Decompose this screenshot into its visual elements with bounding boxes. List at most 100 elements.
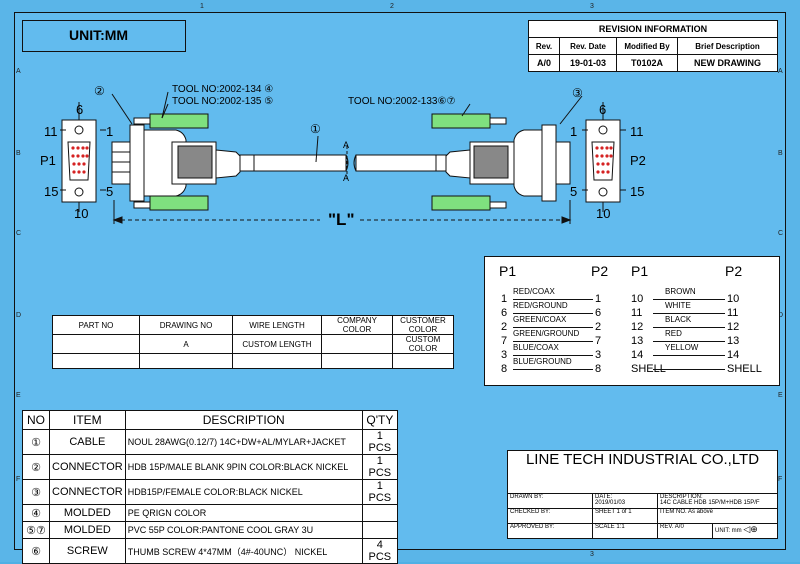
item-description: HDB15P/FEMALE COLOR:BLACK NICKEL	[124, 479, 363, 505]
checked-by-label: CHECKED BY:	[507, 508, 593, 524]
wiring-color: RED	[665, 329, 682, 338]
rev-value-description: NEW DRAWING	[677, 54, 778, 72]
item-qty	[361, 504, 399, 522]
wiring-p1-pin: 11	[631, 307, 643, 319]
wiring-p2-pin: SHELL	[727, 363, 762, 375]
callout-3: ③	[572, 86, 583, 100]
grid-letter-c-left: C	[16, 230, 22, 237]
p2-pin-10: 10	[596, 206, 611, 221]
grid-letter-a-left: A	[16, 68, 21, 75]
p1-pin-10: 10	[74, 206, 89, 221]
grid-number-3: 3	[590, 3, 594, 10]
item-name: MOLDED	[49, 504, 126, 522]
rev-label: REV. A/0	[657, 523, 713, 539]
item-description: PE QRIGN COLOR	[124, 504, 363, 522]
projection-symbol-icon: ◁⊕	[743, 524, 758, 534]
item-description: PVC 55P COLOR:PANTONE COOL GRAY 3U	[124, 521, 363, 539]
item-no: ①	[22, 429, 50, 455]
wiring-color: BLACK	[665, 315, 692, 324]
wiring-color: BLUE/COAX	[513, 343, 559, 352]
company-name: LINE TECH INDUSTRIAL CO.,LTD	[507, 450, 778, 494]
wiring-p2-pin: 8	[595, 363, 602, 375]
wiring-header-p1-b: P1	[631, 263, 649, 279]
rev-value-date: 19-01-03	[559, 54, 617, 72]
item-qty: 4 PCS	[361, 538, 399, 564]
wiring-p1-pin: 14	[631, 349, 644, 361]
wiring-line	[513, 369, 593, 370]
grid-letter-e-right: E	[778, 392, 783, 399]
item-description: HDB 15P/MALE BLANK 9PIN COLOR:BLACK NICK…	[124, 454, 363, 480]
wiring-line	[513, 327, 593, 328]
wiring-color: BLUE/GROUND	[513, 357, 572, 366]
wiring-line	[653, 327, 725, 328]
item-no: ③	[22, 479, 50, 505]
wiring-line	[513, 355, 593, 356]
wiring-color: GREEN/COAX	[513, 315, 567, 324]
revision-table: REVISION INFORMATION Rev. Rev. Date Modi…	[528, 20, 778, 72]
wiring-p1-pin: 7	[501, 335, 508, 347]
item-name: SCREW	[49, 538, 126, 564]
wiring-header-p1-a: P1	[499, 263, 517, 279]
p2-pin-15: 15	[630, 184, 645, 199]
item-header-item: ITEM	[49, 410, 126, 430]
grid-letter-a-right: A	[778, 68, 783, 75]
p1-label: P1	[40, 153, 56, 168]
wiring-line	[653, 313, 725, 314]
approved-by-label: APPROVED BY:	[507, 523, 593, 539]
part-table: PART NO DRAWING NO WIRE LENGTH COMPANY C…	[52, 315, 454, 369]
wiring-line	[653, 299, 725, 300]
wiring-p2-pin: 13	[727, 335, 740, 347]
part-value-company-color	[321, 334, 393, 354]
unit-value: UNIT: mm	[715, 528, 742, 534]
part-header-part-no: PART NO	[52, 315, 140, 335]
description-label: DESCRIPTION:	[660, 494, 703, 500]
part-header-customer-color: CUSTOMER COLOR	[392, 315, 454, 335]
wiring-header-p2-b: P2	[725, 263, 743, 279]
left-connector-body	[111, 113, 255, 211]
item-no: ②	[22, 454, 50, 480]
right-connector-body	[431, 113, 571, 211]
scale-label: SCALE 1:1	[592, 523, 658, 539]
grid-letter-d-right: D	[778, 312, 784, 319]
wiring-p1-pin: 1	[501, 293, 508, 305]
wiring-p2-pin: 14	[727, 349, 740, 361]
item-no: ⑥	[22, 538, 50, 564]
tool-no-134: TOOL NO:2002-134 ④	[172, 84, 274, 95]
p2-label: P2	[630, 153, 646, 168]
wiring-p2-pin: 3	[595, 349, 602, 361]
p1-pin-15: 15	[44, 184, 59, 199]
wiring-p1-pin: 2	[501, 321, 508, 333]
item-qty: 1 PCS	[361, 429, 399, 455]
item-name: CABLE	[49, 429, 126, 455]
item-header-description: DESCRIPTION	[124, 410, 363, 430]
length-label: "L"	[328, 210, 355, 229]
wiring-p1-pin: 8	[501, 363, 508, 375]
part-value-customer-color: CUSTOM COLOR	[392, 334, 454, 354]
title-block: LINE TECH INDUSTRIAL CO.,LTD DRAWN BY: D…	[507, 450, 778, 539]
grid-number-2: 2	[390, 3, 394, 10]
wiring-p1-pin: 6	[501, 307, 508, 319]
tool-no-133: TOOL NO:2002-133⑥⑦	[348, 96, 456, 107]
right-connector-face	[585, 102, 621, 212]
tool-no-135: TOOL NO:2002-135 ⑤	[172, 96, 274, 107]
wiring-line	[653, 369, 725, 370]
item-header-qty: Q'TY	[361, 410, 399, 430]
item-qty: 1 PCS	[361, 454, 399, 480]
sheet-label: SHEET 1 of 1	[592, 508, 658, 524]
wiring-p2-pin: 7	[595, 335, 602, 347]
grid-letter-b-right: B	[778, 150, 783, 157]
wiring-header-p2-a: P2	[591, 263, 609, 279]
callout-1: ①	[310, 122, 321, 136]
section-a-bottom: A	[343, 173, 350, 183]
wiring-line	[653, 355, 725, 356]
date-value: 2019/01/03	[595, 500, 626, 506]
wiring-p2-pin: 10	[727, 293, 740, 305]
grid-number-1: 1	[200, 3, 204, 10]
